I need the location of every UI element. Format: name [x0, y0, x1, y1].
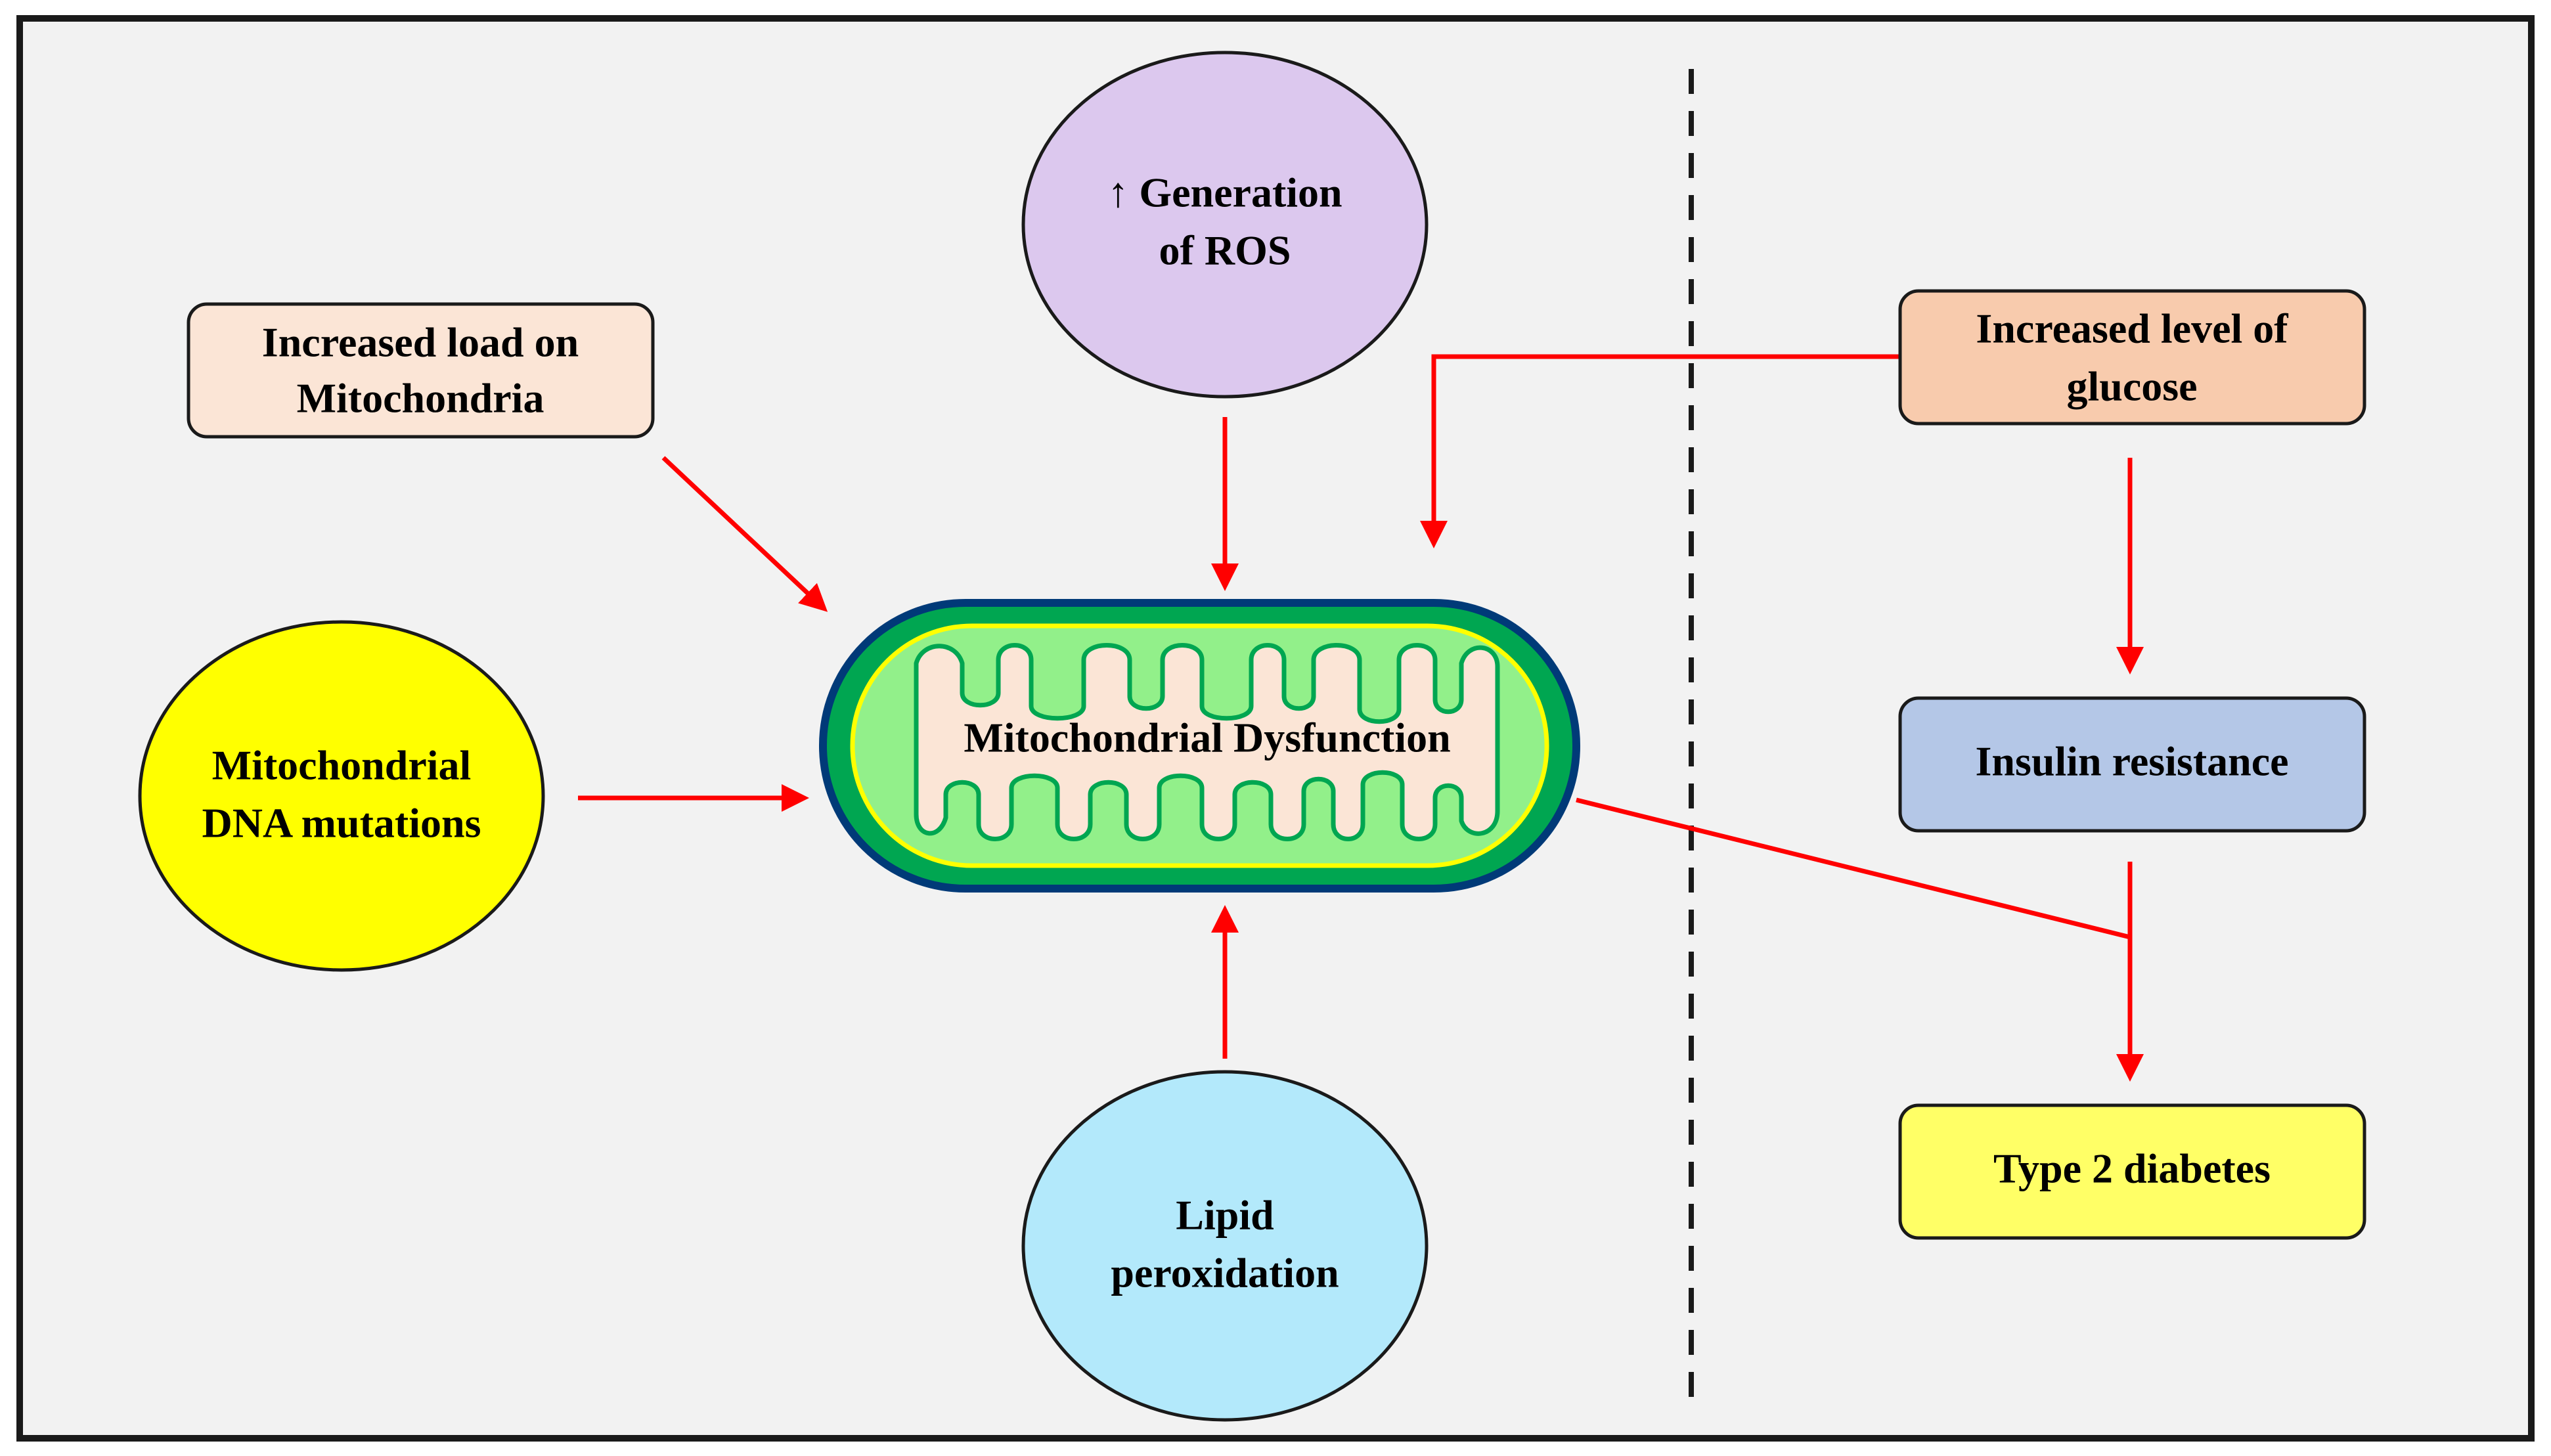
node-ros-generation: ↑ Generation of ROS [1021, 51, 1429, 399]
insulin-resistance-label: Insulin resistance [1975, 738, 2288, 785]
lipid-peroxidation-label-line2: peroxidation [1111, 1250, 1339, 1296]
ros-generation-label-line2: of ROS [1159, 227, 1291, 274]
ros-generation-label-line1: ↑ Generation [1107, 169, 1342, 216]
node-increased-load: Increased load on Mitochondria [187, 302, 655, 439]
arrow-glucose-to-dysfunction [1420, 354, 1900, 548]
type2-diabetes-label: Type 2 diabetes [1993, 1145, 2271, 1192]
lipid-peroxidation-label-line1: Lipid [1176, 1192, 1274, 1239]
arrow-load-to-dysfunction [661, 456, 828, 612]
increased-glucose-label-line2: glucose [2066, 363, 2197, 410]
arrows [578, 354, 2144, 1082]
node-dna-mutations: Mitochondrial DNA mutations [138, 620, 545, 972]
node-increased-glucose: Increased level of glucose [1898, 289, 2366, 426]
increased-glucose-box [1898, 289, 2366, 426]
mitochondrial-dysfunction-label: Mitochondrial Dysfunction [964, 715, 1450, 761]
node-insulin-resistance: Insulin resistance [1898, 696, 2366, 833]
increased-glucose-label-line1: Increased level of [1976, 305, 2288, 352]
type2-diabetes-box [1898, 1103, 2366, 1240]
ros-generation-ellipse [1021, 51, 1429, 399]
node-type2-diabetes: Type 2 diabetes [1898, 1103, 2366, 1240]
insulin-resistance-box [1898, 696, 2366, 833]
increased-load-label-line1: Increased load on [262, 319, 579, 366]
dna-mutations-label-line1: Mitochondrial [212, 742, 472, 789]
mitochondrion-cristae [914, 643, 1500, 841]
node-lipid-peroxidation: Lipid peroxidation [1021, 1070, 1429, 1422]
connector-dysfunction-to-diabetes [1576, 797, 2131, 940]
lipid-peroxidation-ellipse [1021, 1070, 1429, 1422]
increased-load-box [187, 302, 655, 439]
increased-load-label-line2: Mitochondria [297, 375, 544, 422]
dna-mutations-ellipse [138, 620, 545, 972]
mitochondrion-graphic [819, 599, 1580, 893]
dna-mutations-label-line2: DNA mutations [202, 800, 481, 847]
